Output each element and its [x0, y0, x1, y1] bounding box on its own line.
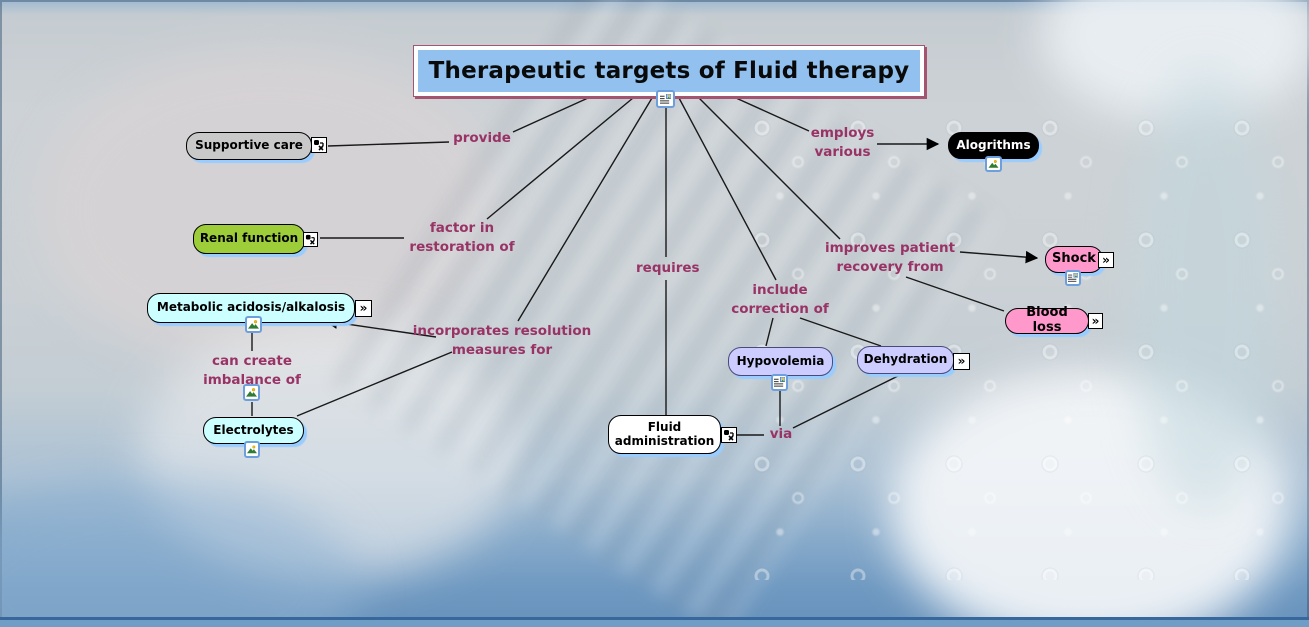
- concept-fluid-administration[interactable]: Fluid administration: [608, 415, 721, 454]
- linking-phrase-can-create-imbalance-of[interactable]: can create imbalance of: [203, 353, 301, 388]
- goto-linked-map-chevron-icon[interactable]: »: [1088, 313, 1103, 329]
- document-resource-icon[interactable]: [771, 374, 788, 391]
- concept-renal-function[interactable]: Renal function: [193, 224, 305, 254]
- concept-metabolic-acidosis-alkalosis[interactable]: Metabolic acidosis/alkalosis: [147, 293, 355, 323]
- document-resource-icon[interactable]: [656, 90, 675, 108]
- concept-label: Fluid administration: [614, 419, 715, 448]
- concept-blood-loss[interactable]: Blood loss: [1005, 305, 1089, 335]
- concept-label: Blood loss: [1026, 305, 1068, 335]
- linking-phrase-factor-in-restoration-of[interactable]: factor in restoration of: [409, 220, 515, 255]
- concept-electrolytes[interactable]: Electrolytes: [203, 417, 304, 444]
- bottom-border-strip: [0, 617, 1309, 627]
- concept-supportive-care[interactable]: Supportive care: [186, 132, 312, 160]
- image-resource-icon[interactable]: [244, 441, 260, 458]
- concept-label: Metabolic acidosis/alkalosis: [156, 300, 346, 315]
- linking-phrase-include-correction-of[interactable]: include correction of: [731, 282, 829, 317]
- goto-linked-map-chevron-icon[interactable]: »: [953, 353, 970, 370]
- image-resource-icon[interactable]: [245, 316, 262, 333]
- linked-submap-icon[interactable]: [721, 427, 737, 443]
- image-resource-icon[interactable]: [243, 384, 260, 401]
- concept-label: Dehydration: [863, 352, 948, 367]
- concept-shock[interactable]: Shock: [1045, 246, 1103, 273]
- linking-phrase-incorporates-resolution-measures-for[interactable]: incorporates resolution measures for: [412, 323, 592, 358]
- background-blob: [1130, 70, 1280, 510]
- concept-label: Electrolytes: [213, 422, 294, 437]
- linking-phrase-via[interactable]: via: [769, 426, 793, 442]
- linking-phrase-improves-patient-recovery-from[interactable]: improves patient recovery from: [824, 240, 956, 275]
- linked-submap-icon[interactable]: [311, 137, 327, 153]
- linking-phrase-employs-various[interactable]: employs various: [810, 125, 875, 160]
- linking-phrase-provide[interactable]: provide: [453, 130, 511, 146]
- goto-linked-map-chevron-icon[interactable]: »: [1098, 252, 1114, 268]
- map-title-label: Therapeutic targets of Fluid therapy: [414, 46, 924, 96]
- concept-alogrithms[interactable]: Alogrithms: [948, 132, 1039, 159]
- linking-phrase-requires[interactable]: requires: [636, 260, 700, 276]
- concept-label: Renal function: [199, 231, 299, 246]
- goto-linked-map-chevron-icon[interactable]: »: [355, 300, 372, 317]
- concept-label: Supportive care: [195, 138, 303, 153]
- background-bubbles: [740, 110, 1300, 580]
- concept-hypovolemia[interactable]: Hypovolemia: [728, 347, 833, 376]
- concept-label: Alogrithms: [956, 137, 1031, 152]
- image-resource-icon[interactable]: [985, 156, 1002, 172]
- concept-dehydration[interactable]: Dehydration: [857, 346, 954, 374]
- document-resource-icon[interactable]: [1065, 270, 1081, 286]
- concept-label: Hypovolemia: [736, 353, 825, 368]
- linked-submap-icon[interactable]: [303, 232, 318, 247]
- concept-label: Shock: [1052, 251, 1096, 267]
